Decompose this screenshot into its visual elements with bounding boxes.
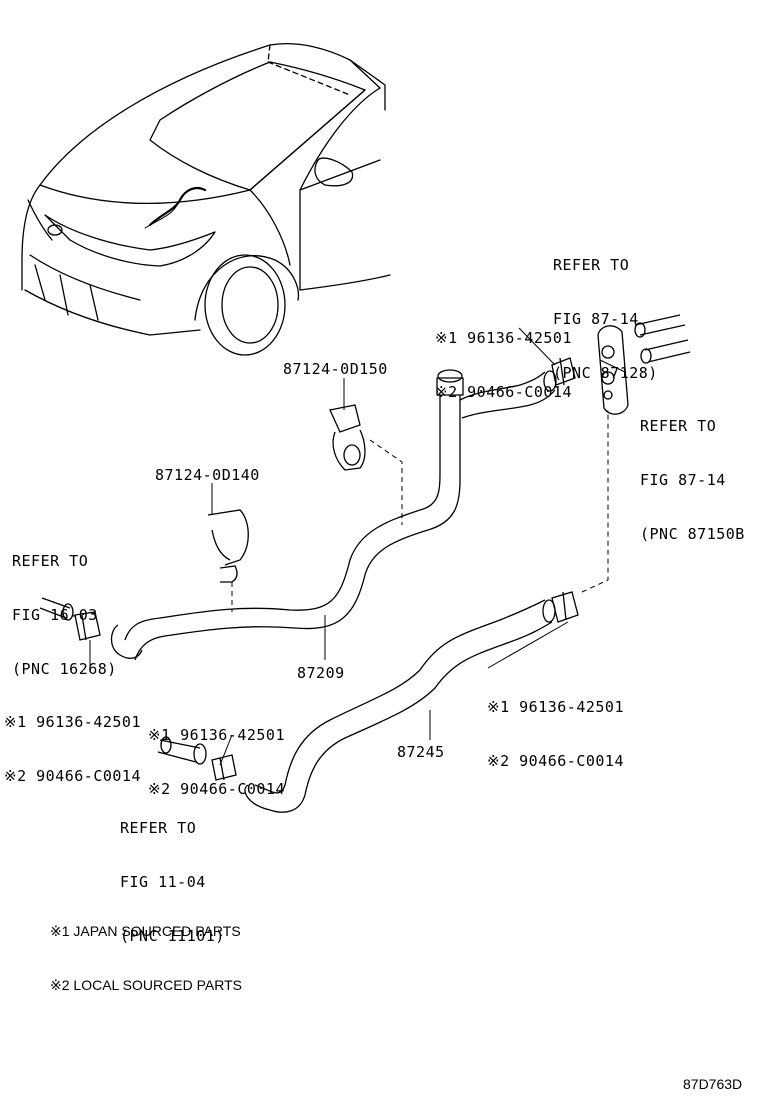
ref-line: REFER TO xyxy=(553,256,630,274)
clip-part-2: ※2 90466-C0014 xyxy=(487,752,624,770)
ref-line: FIG 87-14 xyxy=(553,310,639,328)
legend-local-sourced: ※2 LOCAL SOURCED PARTS xyxy=(50,977,242,993)
ref-line: REFER TO xyxy=(640,417,717,435)
part-label-hose-lower: 87245 xyxy=(397,743,445,761)
clip-part-1: ※1 96136-42501 xyxy=(4,713,141,731)
clamp-87124-0D150 xyxy=(329,404,366,471)
clip-part-2: ※2 90466-C0014 xyxy=(148,780,285,798)
ref-line: (PNC 87150B xyxy=(640,525,745,543)
hose-clips xyxy=(74,357,579,781)
ref-line: (PNC 87128) xyxy=(553,364,658,382)
clip-part-1: ※1 96136-42501 xyxy=(435,329,572,347)
ref-fig-11-04: REFER TO FIG 11-04 (PNC 11101) xyxy=(120,783,225,981)
clip-label-left: ※1 96136-42501 ※2 90466-C0014 xyxy=(4,677,141,821)
hose-87209 xyxy=(110,369,557,661)
clip-label-middle: ※1 96136-42501 ※2 90466-C0014 xyxy=(148,690,285,834)
ref-line: REFER TO xyxy=(12,552,89,570)
part-label-hose-upper: 87209 xyxy=(297,664,345,682)
clip-label-top: ※1 96136-42501 ※2 90466-C0014 xyxy=(435,293,572,437)
car-illustration xyxy=(21,43,391,356)
ref-fig-87-14-right: REFER TO FIG 87-14 (PNC 87150B xyxy=(640,381,745,579)
heater-connector xyxy=(597,314,691,415)
legend: ※1 JAPAN SOURCED PARTS ※2 LOCAL SOURCED … xyxy=(50,886,242,1030)
clip-part-2: ※2 90466-C0014 xyxy=(435,383,572,401)
ref-line: FIG 16-03 xyxy=(12,606,98,624)
ref-line: FIG 11-04 xyxy=(120,873,206,891)
ref-fig-16-03: REFER TO FIG 16-03 (PNC 16268) xyxy=(12,516,117,714)
part-label-clamp-upper: 87124-0D150 xyxy=(283,360,388,378)
part-label-clamp-lower: 87124-0D140 xyxy=(155,466,260,484)
clip-part-1: ※1 96136-42501 xyxy=(148,726,285,744)
pipe-stubs xyxy=(39,597,207,765)
ref-fig-87-14-top: REFER TO FIG 87-14 (PNC 87128) xyxy=(553,220,658,418)
dashed-lines xyxy=(231,410,609,612)
hose-87245 xyxy=(244,599,556,813)
ref-line: (PNC 16268) xyxy=(12,660,117,678)
clip-part-2: ※2 90466-C0014 xyxy=(4,767,141,785)
clamp-87124-0D140 xyxy=(207,509,249,583)
ref-line: REFER TO xyxy=(120,819,197,837)
legend-japan-sourced: ※1 JAPAN SOURCED PARTS xyxy=(50,923,241,939)
ref-line: (PNC 11101) xyxy=(120,927,225,945)
clip-label-right: ※1 96136-42501 ※2 90466-C0014 xyxy=(487,662,624,806)
clip-part-1: ※1 96136-42501 xyxy=(487,698,624,716)
ref-line: FIG 87-14 xyxy=(640,471,726,489)
leader-lines xyxy=(89,327,569,766)
diagram-code: 87D763D xyxy=(683,1076,743,1092)
